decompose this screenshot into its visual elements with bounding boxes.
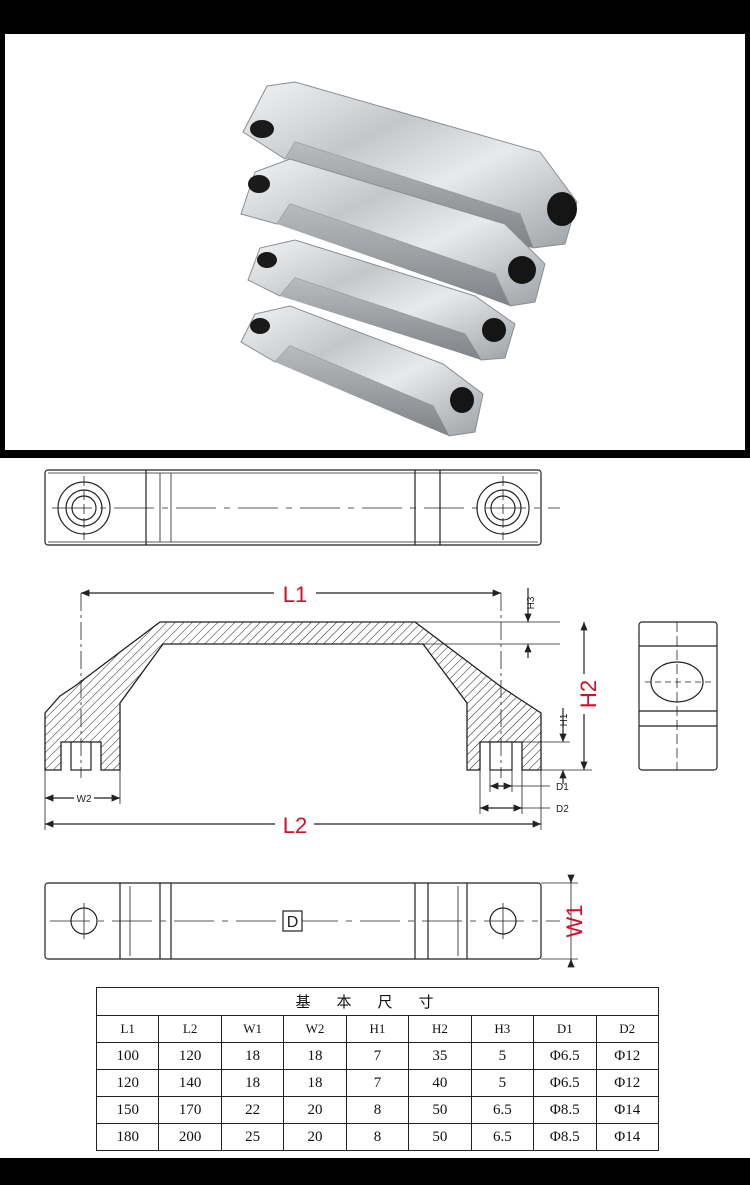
dimension-D2: D2 bbox=[479, 770, 569, 815]
side-view bbox=[638, 621, 718, 771]
table-cell: 7 bbox=[345, 1069, 410, 1097]
dimension-W1: W1 bbox=[541, 874, 587, 968]
dimension-H3: H3 bbox=[415, 588, 560, 658]
technical-drawing: L1 L2 W2 H3 H2 bbox=[44, 469, 718, 968]
handle-photo-4 bbox=[240, 305, 484, 437]
table-cell: 5 bbox=[470, 1069, 535, 1097]
table-cell: 140 bbox=[158, 1069, 222, 1097]
label-L1: L1 bbox=[283, 582, 307, 607]
table-cell: Φ8.5 bbox=[533, 1096, 597, 1124]
top-view bbox=[44, 469, 560, 546]
table-cell: 5 bbox=[470, 1042, 535, 1070]
column-header: D1 bbox=[533, 1015, 597, 1043]
table-cell: Φ14 bbox=[595, 1096, 659, 1124]
handles-illustration bbox=[240, 81, 578, 437]
table-cell: 6.5 bbox=[470, 1096, 535, 1124]
column-header: D2 bbox=[595, 1015, 659, 1043]
table-row: 180 200 25 20 8 50 6.5 Φ8.5 Φ14 bbox=[95, 1123, 659, 1151]
table-cell: 180 bbox=[95, 1123, 160, 1151]
table-cell: 18 bbox=[283, 1069, 347, 1097]
label-W1: W1 bbox=[562, 905, 587, 938]
table-cell: 120 bbox=[158, 1042, 222, 1070]
table-cell: 25 bbox=[220, 1123, 285, 1151]
technical-drawing-panel: L1 L2 W2 H3 H2 bbox=[0, 458, 750, 1158]
table-row: 100 120 18 18 7 35 5 Φ6.5 Φ12 bbox=[95, 1042, 659, 1070]
label-D1: D1 bbox=[556, 782, 569, 793]
table-cell: Φ6.5 bbox=[533, 1042, 597, 1070]
handle-photo-2 bbox=[240, 158, 546, 307]
table-cell: 40 bbox=[408, 1069, 472, 1097]
bottom-view: D bbox=[44, 882, 560, 960]
table-cell: 100 bbox=[95, 1042, 160, 1070]
dimension-W2: W2 bbox=[45, 770, 121, 805]
table-cell: 18 bbox=[283, 1042, 347, 1070]
table-cell: 18 bbox=[220, 1042, 285, 1070]
dimension-L1: L1 bbox=[81, 582, 501, 607]
table-cell: 22 bbox=[220, 1096, 285, 1124]
table-cell: 120 bbox=[95, 1069, 160, 1097]
column-header: H1 bbox=[345, 1015, 410, 1043]
dimension-H1: H1 bbox=[522, 708, 570, 784]
dimension-table: 基本尺寸 L1 L2 W1 W2 H1 H2 H3 D1 D2 100 120 … bbox=[95, 987, 659, 1151]
label-D2: D2 bbox=[556, 804, 569, 815]
table-cell: 6.5 bbox=[470, 1123, 535, 1151]
table-cell: 150 bbox=[95, 1096, 160, 1124]
label-L2: L2 bbox=[283, 813, 307, 838]
label-W2: W2 bbox=[77, 794, 92, 805]
table-cell: Φ12 bbox=[595, 1069, 659, 1097]
table-cell: 200 bbox=[158, 1123, 222, 1151]
table-row: 120 140 18 18 7 40 5 Φ6.5 Φ12 bbox=[95, 1069, 659, 1097]
brand-logo-letter: D bbox=[287, 914, 299, 931]
handle-photo-3 bbox=[247, 239, 516, 361]
table-cell: Φ14 bbox=[595, 1123, 659, 1151]
table-cell: 50 bbox=[408, 1096, 472, 1124]
table-cell: 20 bbox=[283, 1123, 347, 1151]
brand-logo-box bbox=[282, 910, 303, 932]
table-cell: 18 bbox=[220, 1069, 285, 1097]
table-cell: 35 bbox=[408, 1042, 472, 1070]
table-title: 基本尺寸 bbox=[96, 987, 659, 1016]
dimension-D1: D1 bbox=[489, 770, 569, 793]
column-header: H3 bbox=[470, 1015, 535, 1043]
column-header: H2 bbox=[408, 1015, 472, 1043]
bottom-border bbox=[0, 1158, 750, 1185]
table-cell: 7 bbox=[345, 1042, 410, 1070]
label-H1: H1 bbox=[559, 713, 570, 726]
table-cell: 8 bbox=[345, 1096, 410, 1124]
table-cell: Φ12 bbox=[595, 1042, 659, 1070]
table-cell: Φ6.5 bbox=[533, 1069, 597, 1097]
table-cell: 170 bbox=[158, 1096, 222, 1124]
table-cell: 50 bbox=[408, 1123, 472, 1151]
dimension-L2: L2 bbox=[44, 770, 542, 838]
table-cell: 20 bbox=[283, 1096, 347, 1124]
column-header: L1 bbox=[95, 1015, 160, 1043]
product-photo bbox=[5, 34, 745, 450]
column-header: W2 bbox=[283, 1015, 347, 1043]
label-H2: H2 bbox=[576, 680, 601, 708]
table-row: 150 170 22 20 8 50 6.5 Φ8.5 Φ14 bbox=[95, 1096, 659, 1124]
table-header-row: L1 L2 W1 W2 H1 H2 H3 D1 D2 bbox=[95, 1015, 659, 1043]
table-cell: 8 bbox=[345, 1123, 410, 1151]
column-header: W1 bbox=[220, 1015, 285, 1043]
label-H3: H3 bbox=[526, 596, 537, 609]
front-section-view bbox=[44, 593, 542, 778]
column-header: L2 bbox=[158, 1015, 222, 1043]
table-cell: Φ8.5 bbox=[533, 1123, 597, 1151]
